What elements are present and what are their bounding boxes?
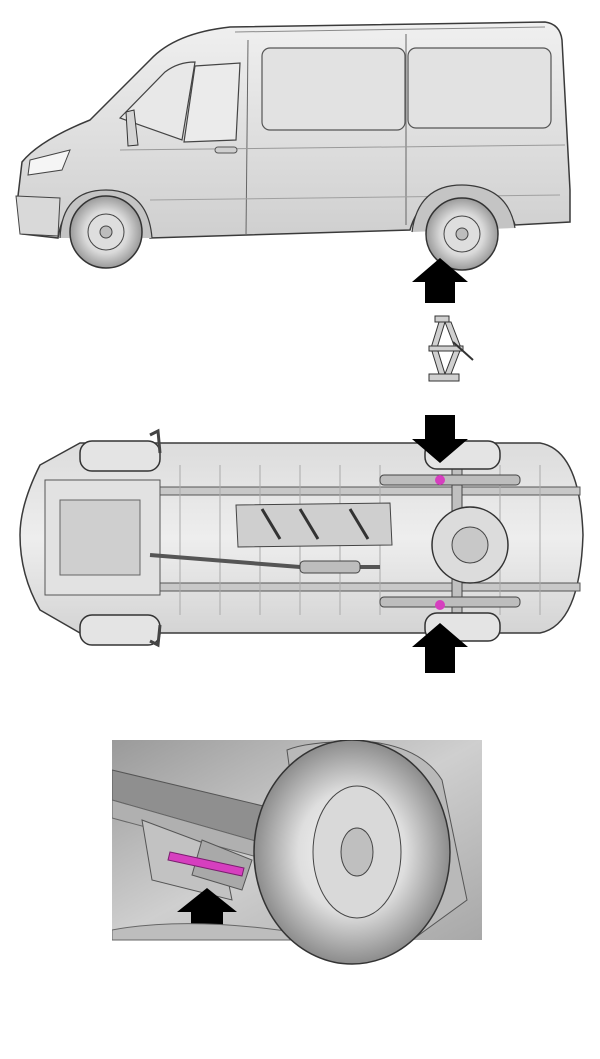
closeup-svg (112, 740, 482, 965)
rear-side-window (407, 47, 552, 129)
rear-tire-closeup (253, 740, 451, 965)
headlight (27, 149, 71, 176)
jack-point-marker (435, 475, 445, 485)
jack-svg (428, 315, 474, 382)
front-bumper (15, 195, 61, 237)
jack-point-highlight (167, 851, 245, 877)
spare-tire (431, 506, 509, 584)
scissor-jack-icon (428, 315, 474, 382)
front-wheel (69, 195, 143, 269)
door-handle (214, 146, 238, 154)
rear-wheel (425, 197, 499, 271)
top-jack-arrow-icon (412, 415, 468, 463)
side-mirror (125, 109, 139, 147)
side-window (261, 47, 406, 131)
jack-illustration (415, 312, 475, 387)
bottom-jack-arrow-icon (412, 623, 468, 673)
van-underbody-view (0, 405, 600, 690)
windshield (118, 61, 196, 141)
rear-jack-arrow-icon (412, 258, 468, 303)
underbody-svg (19, 415, 584, 673)
jack-point-marker (435, 600, 445, 610)
front-window (183, 62, 241, 143)
jack-point-closeup (112, 740, 482, 970)
fuel-tank (235, 502, 393, 548)
van-side-view (0, 0, 600, 305)
van-side-svg (15, 21, 571, 303)
